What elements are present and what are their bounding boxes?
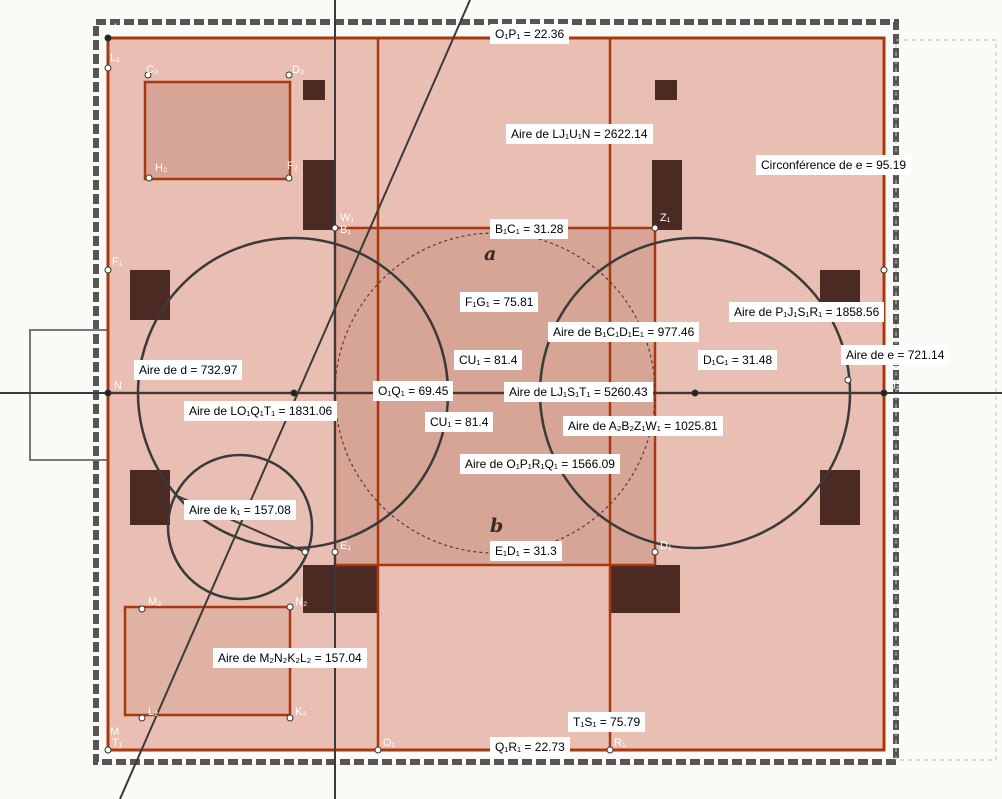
label-circonference-e[interactable]: Circonférence de e = 95.19 (756, 155, 912, 175)
point-label-L1: L₁ (110, 52, 120, 64)
point-label-L2: L₂ (148, 706, 159, 718)
point-label-K2: K₂ (295, 706, 307, 718)
label-aire-m2n2k2l2[interactable]: Aire de M₂N₂K₂L₂ = 157.04 (213, 648, 367, 668)
point-label-N: N (114, 380, 122, 392)
point-label-D1: D₁ (660, 540, 672, 552)
label-aire-o1p1r1q1[interactable]: Aire de O₁P₁R₁Q₁ = 1566.09 (460, 454, 620, 474)
label-d1c1[interactable]: D₁C₁ = 31.48 (698, 350, 778, 370)
label-aire-lo1q1t1[interactable]: Aire de LO₁Q₁T₁ = 1831.06 (184, 401, 338, 421)
point-label-L: L (114, 22, 121, 34)
label-aire-e[interactable]: Aire de e = 721.14 (841, 345, 950, 365)
point-label-E1: E₁ (340, 540, 352, 552)
point-label-W1: W₁ (340, 212, 355, 224)
label-e1d1[interactable]: E₁D₁ = 31.3 (490, 541, 562, 561)
label-o1p1[interactable]: O₁P₁ = 22.36 (490, 24, 570, 44)
label-aire-lj1s1t1[interactable]: Aire de LJ₁S₁T₁ = 5260.43 (504, 382, 653, 402)
point-label-H2: H₂ (155, 162, 168, 174)
points[interactable] (104, 34, 888, 754)
label-aire-lj1u1n[interactable]: Aire de LJ₁U₁N = 2622.14 (506, 124, 653, 144)
point-label-F1: F₁ (112, 256, 123, 268)
label-a: a (484, 243, 497, 265)
label-aire-a2b2z1w1[interactable]: Aire de A₂B₂Z₁W₁ = 1025.81 (563, 416, 723, 436)
label-aire-k1[interactable]: Aire de k₁ = 157.08 (184, 500, 296, 520)
label-aire-p1j1s1r1[interactable]: Aire de P₁J₁S₁R₁ = 1858.56 (729, 302, 885, 322)
point-label-M: M (110, 726, 120, 738)
point-label-F2: F₂ (287, 160, 298, 172)
point-label-N2: N₂ (295, 596, 308, 608)
circle-k1[interactable] (166, 453, 314, 601)
label-aire-d[interactable]: Aire de d = 732.97 (134, 360, 243, 380)
label-b: b (490, 515, 504, 537)
label-f1g1[interactable]: F₁G₁ = 75.81 (460, 292, 539, 312)
point-label-U1: U₁ (888, 380, 900, 392)
label-aire-b1c1d1e1[interactable]: Aire de B₁C₁D₁E₁ = 977.46 (548, 322, 700, 342)
label-b1c1[interactable]: B₁C₁ = 31.28 (490, 219, 569, 239)
plan-annex (895, 39, 997, 761)
label-cu1-bottom[interactable]: CU₁ = 81.4 (425, 412, 494, 432)
label-o1q1[interactable]: O₁Q₁ = 69.45 (373, 381, 454, 401)
point-label-R1: R₁ (614, 737, 626, 749)
label-t1s1[interactable]: T₁S₁ = 75.79 (568, 712, 646, 732)
point-label-M2: M₂ (148, 596, 162, 608)
point-label-B1: B₁ (340, 224, 352, 236)
point-label-C2: C₂ (146, 64, 159, 76)
label-q1r1[interactable]: Q₁R₁ = 22.73 (490, 737, 570, 757)
point-label-Z1: Z₁ (660, 212, 671, 224)
point-label-O1: O₁ (383, 737, 396, 749)
polygon-c2d2e2g2[interactable] (143, 80, 292, 181)
label-cu1-top[interactable]: CU₁ = 81.4 (454, 350, 523, 370)
point-label-T1: T₁ (112, 737, 123, 749)
point-label-D2: D₂ (292, 64, 305, 76)
